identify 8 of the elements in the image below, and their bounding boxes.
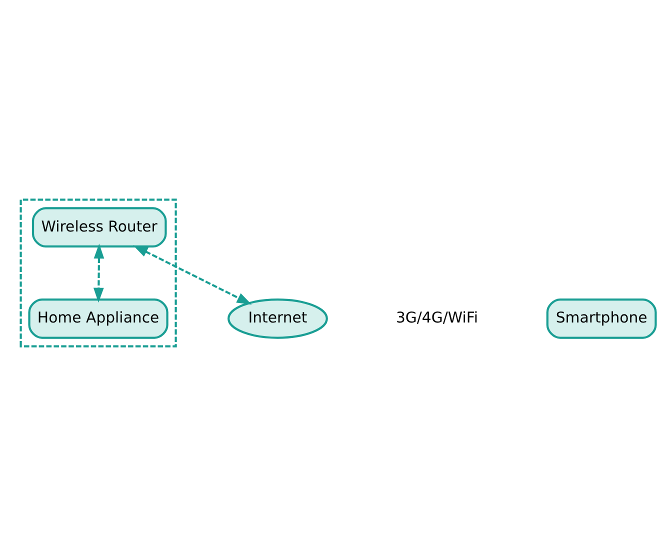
node-box: Smartphone [546, 298, 657, 338]
arrow [93, 243, 104, 302]
cluster [20, 198, 177, 347]
arrow [133, 244, 252, 304]
node-ellipse: Internet [228, 298, 328, 338]
node-box: Wireless Router [32, 206, 167, 248]
node-box: Home Appliance [28, 298, 168, 338]
label: 3G/4G/WiFi [396, 308, 478, 326]
